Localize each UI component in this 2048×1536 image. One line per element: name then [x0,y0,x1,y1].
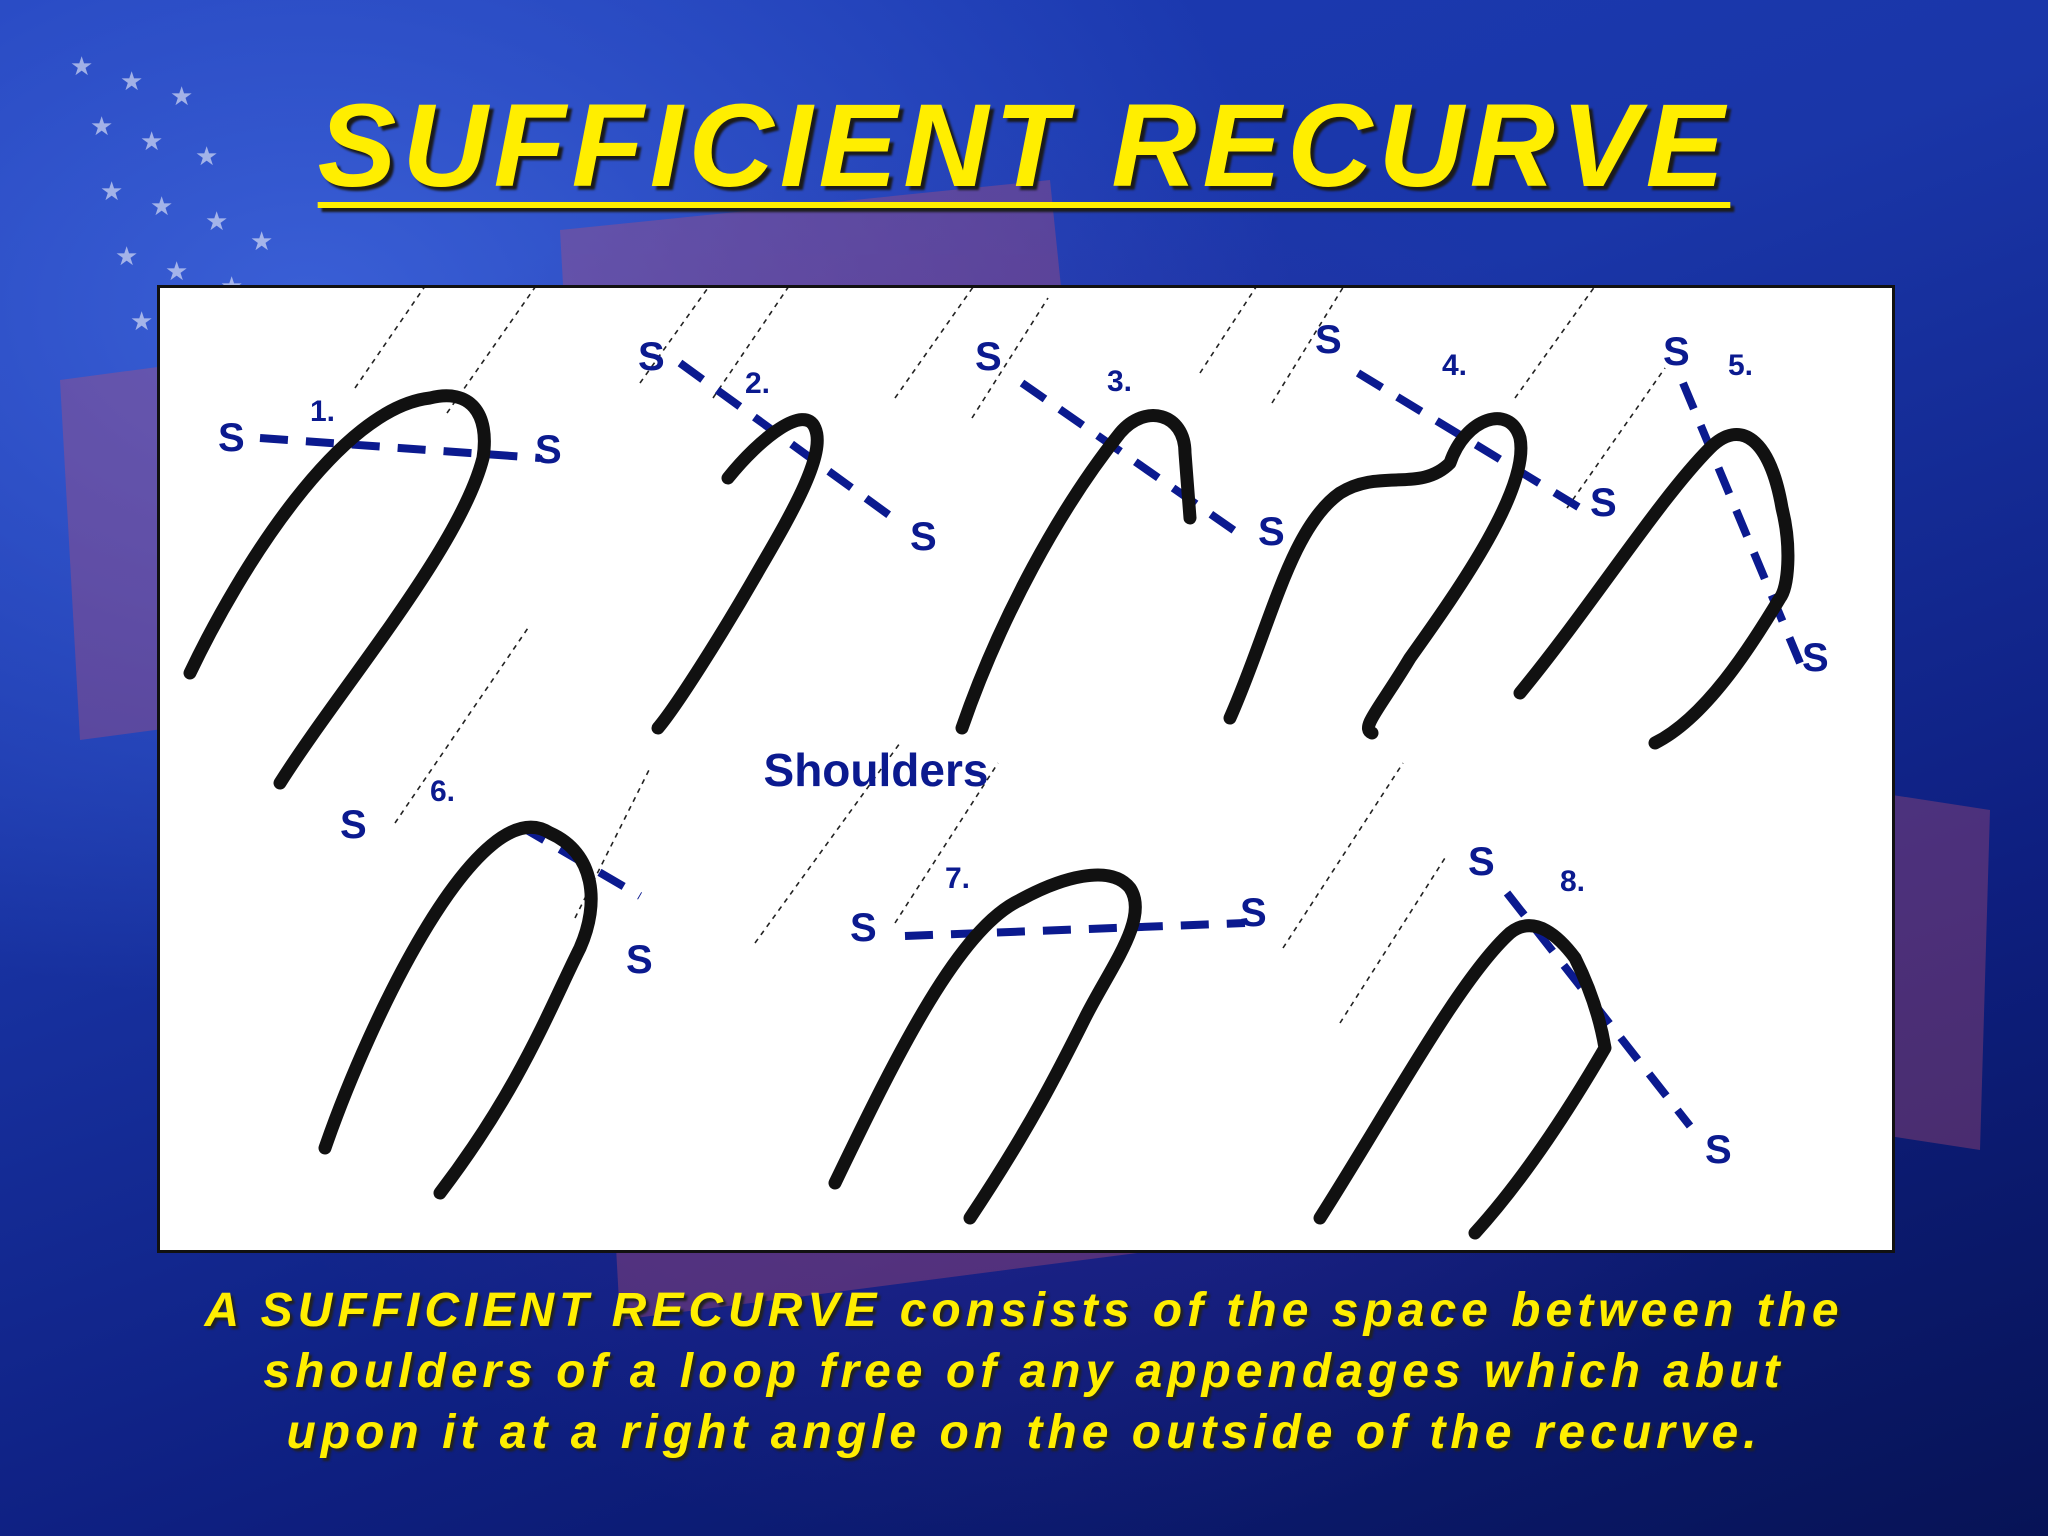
loop-2 [651,413,824,735]
guide-line [574,767,651,919]
svg-text:★: ★ [170,82,193,112]
figure-number-2: 2. [745,367,770,400]
shoulder-marker: S [1240,891,1267,935]
guide-line [1566,367,1666,509]
shoulder-marker: S [1468,840,1495,884]
figure-number-7: 7. [945,862,970,895]
shoulder-marker: S [1802,636,1829,680]
guide-line [1199,288,1257,374]
figure-number-3: 3. [1107,365,1132,398]
figure-number-4: 4. [1442,349,1467,382]
svg-text:★: ★ [115,242,138,272]
caption-line: A SUFFICIENT RECURVE consists of the spa… [204,1284,1844,1337]
loop-5 [1513,428,1795,750]
guide-line [1514,288,1595,399]
figure-number-6: 6. [430,775,455,808]
svg-text:★: ★ [130,307,153,337]
shoulder-line [1679,381,1804,665]
shoulder-marker: S [340,803,367,847]
shoulder-line [259,434,541,462]
shoulder-marker: S [1705,1128,1732,1172]
guide-line [754,742,901,944]
shoulder-marker: S [1315,318,1342,362]
figure-number-8: 8. [1560,865,1585,898]
recurve-diagram: 1. 2. 3. 4. 5. 6. 7. 8. S S S S S S S S … [183,288,1829,1240]
shoulder-marker: S [1258,510,1285,554]
svg-text:★: ★ [120,67,143,97]
shoulder-marker: S [850,906,877,950]
shoulder-line [677,359,903,527]
shoulder-marker: S [535,428,562,472]
svg-text:★: ★ [150,192,173,222]
loop-1 [183,389,491,790]
svg-text:★: ★ [90,112,113,142]
loop-3 [955,409,1197,735]
shoulder-marker: S [910,515,937,559]
shoulder-marker: S [638,335,665,379]
definition-caption: A SUFFICIENT RECURVE consists of the spa… [40,1280,2008,1463]
svg-text:★: ★ [100,177,123,207]
loop-4 [1223,412,1528,740]
guide-line [394,627,529,824]
svg-text:★: ★ [205,207,228,237]
guide-line [1282,762,1404,949]
figure-number-5: 5. [1728,349,1753,382]
caption-line: upon it at a right angle on the outside … [286,1406,1762,1459]
svg-text:★: ★ [140,127,163,157]
shoulder-marker: S [975,335,1002,379]
shoulder-marker: S [1663,330,1690,374]
shoulders-label: Shoulders [764,744,989,796]
loop-7 [828,868,1142,1225]
shoulder-line [904,919,1246,940]
svg-text:★: ★ [165,257,188,287]
guide-line [1339,857,1446,1024]
guide-line [1271,288,1344,404]
guide-line [446,288,536,414]
shoulder-marker: S [1590,481,1617,525]
page-title: SUFFICIENT RECURVE [0,78,2048,214]
svg-text:★: ★ [70,52,93,82]
guide-line [971,297,1049,419]
recurve-diagram-panel: 1. 2. 3. 4. 5. 6. 7. 8. S S S S S S S S … [157,285,1895,1253]
guide-line [894,288,974,399]
shoulder-marker: S [626,938,653,982]
caption-line: shoulders of a loop free of any appendag… [263,1345,1785,1398]
guide-line [712,288,789,399]
svg-text:★: ★ [195,142,218,172]
page-title-text: SUFFICIENT RECURVE [317,80,1731,212]
shoulder-marker: S [218,416,245,460]
loop-8 [1313,919,1612,1240]
guide-line [894,762,999,924]
figure-number-1: 1. [310,395,335,428]
guide-line [354,288,425,389]
svg-text:★: ★ [250,227,273,257]
loop-6 [318,820,598,1200]
